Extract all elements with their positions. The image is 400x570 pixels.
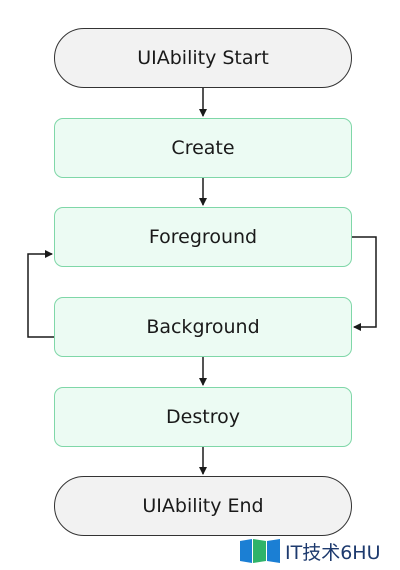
destroy-state-node: Destroy <box>54 387 352 447</box>
watermark-logo-icon <box>240 539 280 563</box>
create-label: Create <box>171 137 235 159</box>
uiability-start-node: UIAbility Start <box>54 28 352 88</box>
background-state-node: Background <box>54 297 352 357</box>
uiability-start-label: UIAbility Start <box>137 47 269 69</box>
arrow-background-to-foreground <box>27 250 54 338</box>
create-state-node: Create <box>54 118 352 178</box>
foreground-state-node: Foreground <box>54 207 352 267</box>
foreground-label: Foreground <box>148 226 258 248</box>
watermark-text: IT技术6HU <box>285 541 381 564</box>
arrow-foreground-to-background <box>352 236 377 331</box>
watermark: IT技术6HU <box>240 537 381 565</box>
uiability-end-label: UIAbility End <box>142 495 264 517</box>
background-label: Background <box>146 316 260 338</box>
uiability-end-node: UIAbility End <box>54 476 352 536</box>
destroy-label: Destroy <box>166 406 240 428</box>
